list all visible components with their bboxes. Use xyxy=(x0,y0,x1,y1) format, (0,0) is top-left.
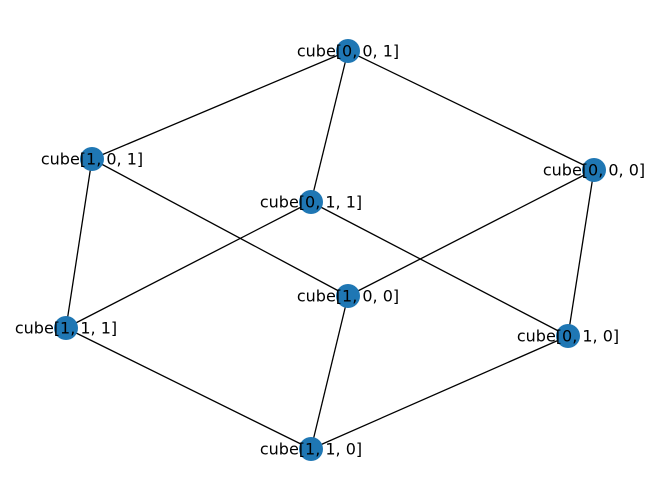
node-n000 xyxy=(582,158,606,182)
edge-n001-n011 xyxy=(310,50,349,203)
edges-layer xyxy=(65,50,595,450)
node-n011 xyxy=(299,190,323,214)
node-n010 xyxy=(556,324,580,348)
edge-n101-n100 xyxy=(91,158,349,297)
edge-n011-n010 xyxy=(310,201,569,337)
node-label-n100: cube[1, 0, 0] xyxy=(297,287,399,306)
node-label-n010: cube[0, 1, 0] xyxy=(517,327,619,346)
edge-n000-n100 xyxy=(347,169,595,297)
node-label-n110: cube[1, 1, 0] xyxy=(260,440,362,459)
edge-n000-n010 xyxy=(567,169,595,337)
edge-n011-n111 xyxy=(65,201,312,329)
node-label-n011: cube[0, 1, 1] xyxy=(260,193,362,212)
edge-n001-n101 xyxy=(91,50,349,160)
edge-n101-n111 xyxy=(65,158,93,329)
node-n101 xyxy=(80,147,104,171)
nodes-layer xyxy=(54,39,606,461)
node-label-n000: cube[0, 0, 0] xyxy=(543,161,645,180)
labels-layer: cube[0, 0, 1] cube[1, 0, 1] cube[0, 0, 0] c… xyxy=(15,42,645,459)
edge-n010-n110 xyxy=(310,335,569,450)
edge-n100-n110 xyxy=(310,295,349,450)
node-label-n001: cube[0, 0, 1] xyxy=(297,42,399,61)
node-label-n111: cube[1, 1, 1] xyxy=(15,319,117,338)
edge-n001-n000 xyxy=(347,50,595,171)
node-n001 xyxy=(336,39,360,63)
node-label-n101: cube[1, 0, 1] xyxy=(41,150,143,169)
node-n110 xyxy=(299,437,323,461)
node-n100 xyxy=(336,284,360,308)
edge-n111-n110 xyxy=(65,327,312,450)
node-n111 xyxy=(54,316,78,340)
